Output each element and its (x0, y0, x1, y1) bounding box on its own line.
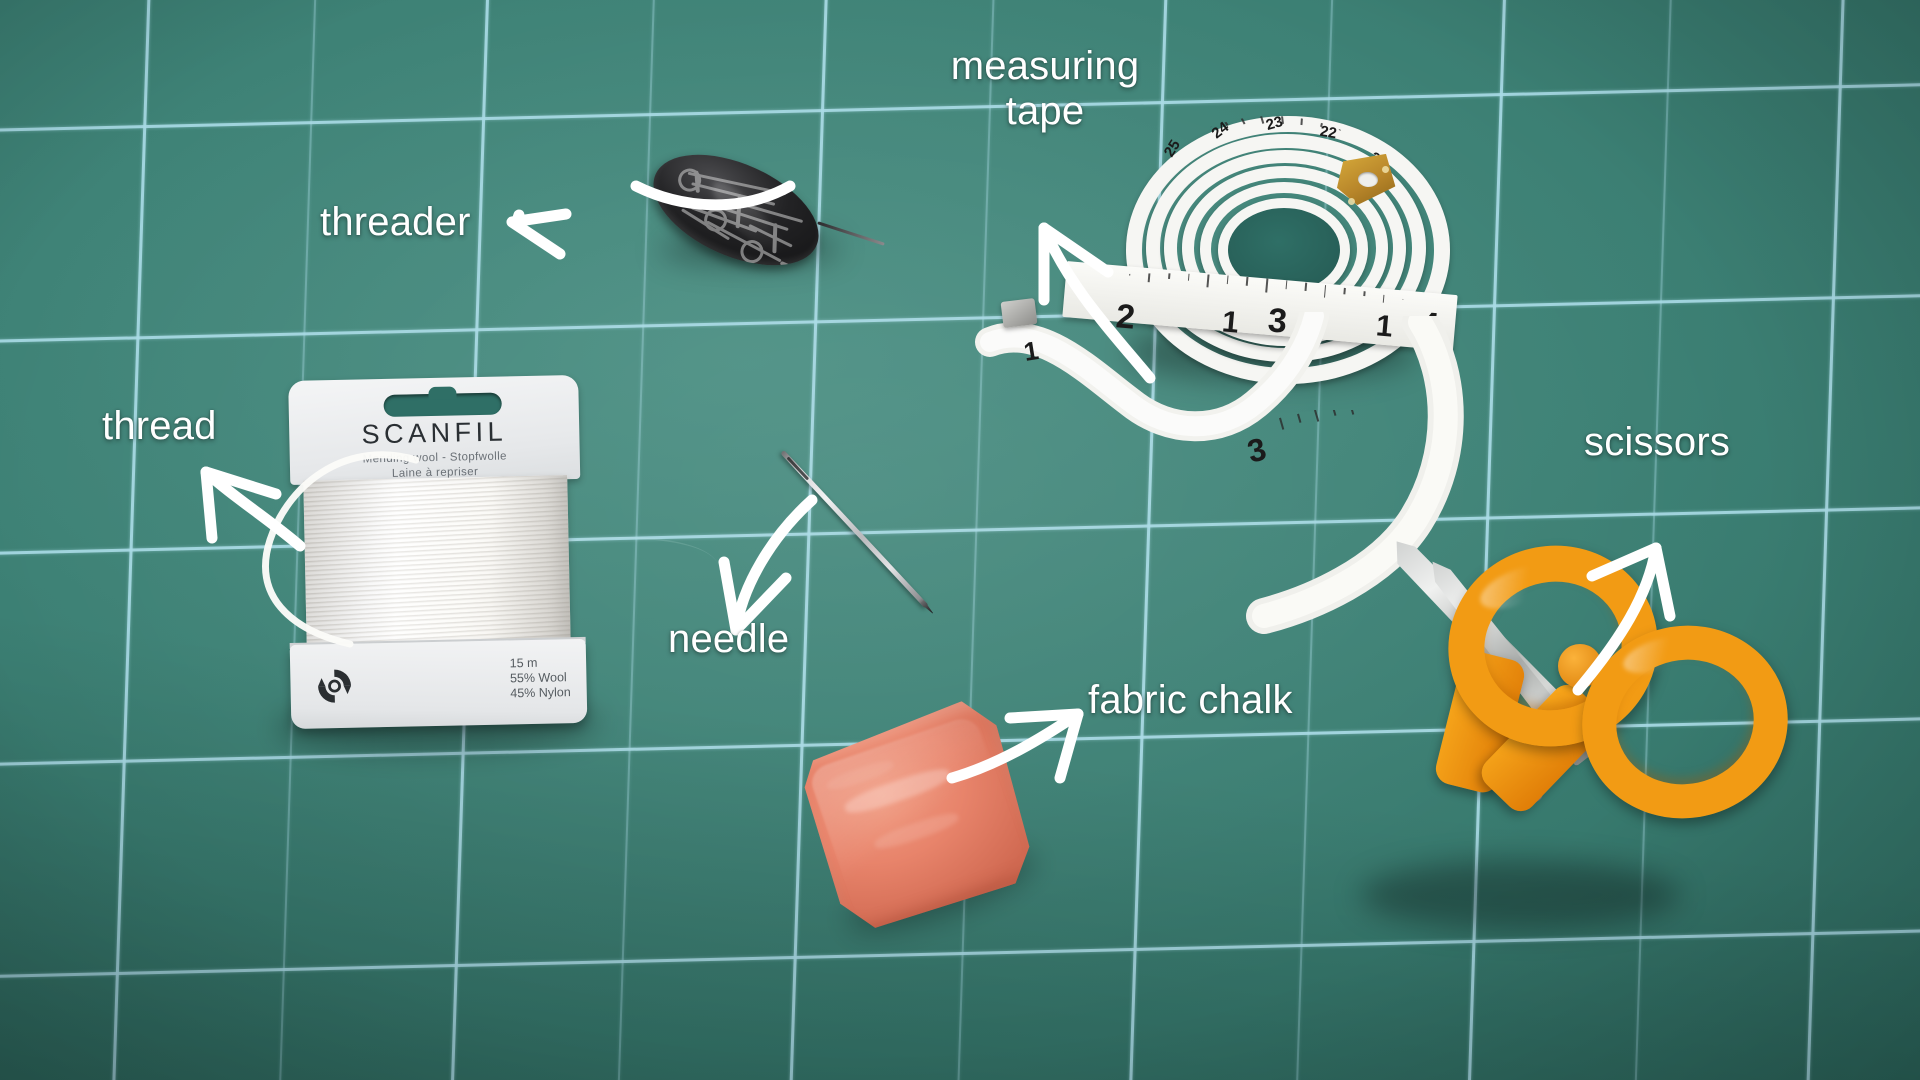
loose-thread-strand (262, 451, 420, 648)
embroidery-scissors (1330, 520, 1806, 980)
thread-card: SCANFIL Mending wool - Stopfwolle Laine … (264, 374, 602, 756)
label-needle: needle (668, 617, 790, 661)
thread-length: 15 m (509, 655, 538, 671)
hang-hole-nub (428, 386, 457, 401)
thread-spec-block: 15 m 55% Wool 45% Nylon (510, 655, 571, 701)
recycle-icon (318, 669, 352, 703)
needle-threader (620, 132, 885, 288)
needle-tip (920, 600, 935, 615)
label-scissors: scissors (1584, 420, 1731, 464)
measuring-tape: 25 24 23 22 21 2 1 3 1 4 (975, 100, 1500, 634)
sewing-needle (780, 450, 984, 620)
needle-eye (786, 456, 810, 481)
thread-material-nylon: 45% Nylon (510, 685, 571, 701)
tape-number-22: 22 (1318, 122, 1339, 143)
label-threader: threader (320, 200, 471, 244)
thread-card-footer: 15 m 55% Wool 45% Nylon (289, 638, 588, 730)
chalk-face (807, 714, 1023, 915)
label-thread: thread (102, 404, 217, 448)
label-fabric-chalk: fabric chalk (1088, 678, 1293, 722)
thread-material-wool: 55% Wool (509, 670, 567, 686)
needle-shaft (780, 450, 928, 608)
label-measuring-tape: measuring tape (950, 44, 1140, 133)
tape-long-drop (1246, 316, 1464, 634)
tape-metal-end (1000, 298, 1038, 328)
